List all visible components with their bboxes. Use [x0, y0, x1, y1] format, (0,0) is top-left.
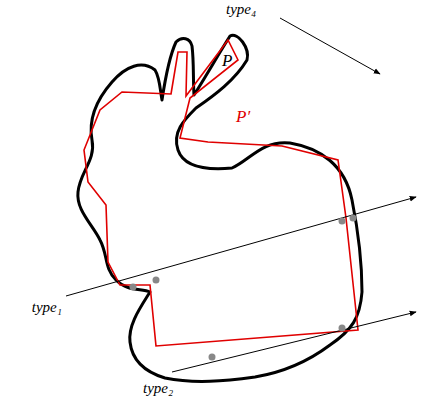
shape-name: P	[222, 52, 232, 69]
type4-ray	[280, 18, 380, 74]
type1-ray	[66, 197, 416, 296]
type2-ray	[172, 312, 416, 372]
polygon-name: P′	[236, 108, 250, 125]
intersection-point	[153, 277, 160, 284]
intersection-point	[350, 215, 357, 222]
intersection-point	[339, 218, 346, 225]
ray-type-label: type₄	[226, 2, 256, 17]
intersection-point	[339, 325, 346, 332]
intersection-points	[130, 215, 357, 361]
ray-type-label: type₁	[32, 300, 62, 315]
inner-polygon	[84, 40, 358, 346]
intersection-point	[130, 284, 137, 291]
ray-type-label: type₂	[143, 381, 173, 396]
outer-shape-outline	[78, 35, 362, 381]
intersection-point	[209, 354, 216, 361]
